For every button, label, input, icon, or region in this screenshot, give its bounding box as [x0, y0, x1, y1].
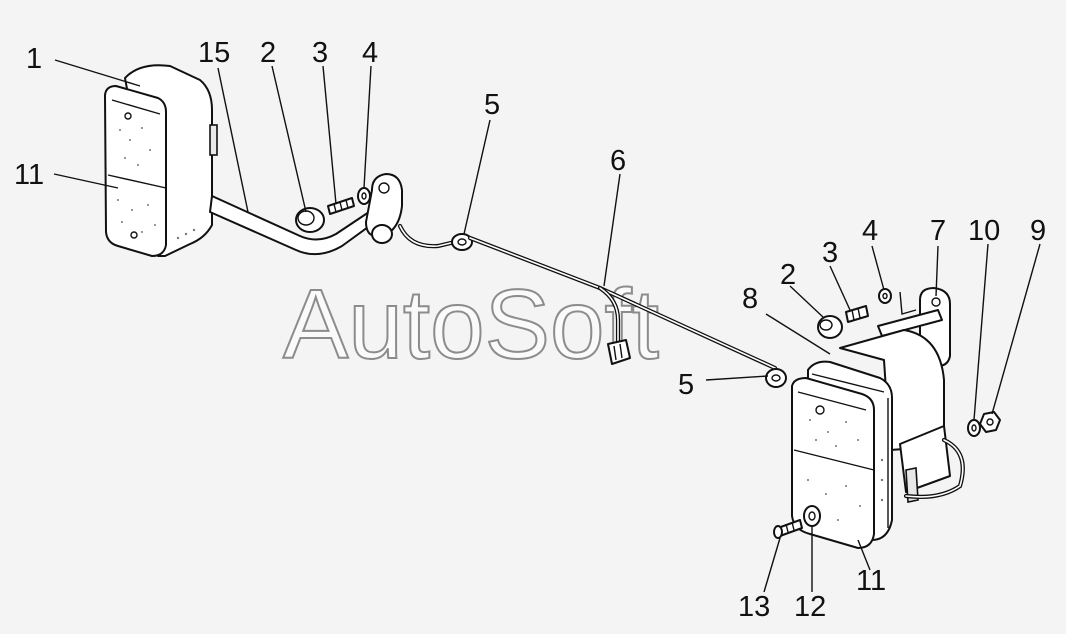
callout-6: 6 [610, 145, 626, 177]
wiring-harness [397, 223, 787, 388]
callout-5: 5 [484, 89, 500, 121]
callout-5: 5 [678, 369, 694, 401]
left-bracket-arm [209, 173, 403, 256]
callout-10: 10 [968, 215, 1000, 247]
callout-11: 11 [14, 159, 44, 191]
leader-lines [53, 59, 1041, 593]
callout-2: 2 [260, 37, 276, 69]
callout-3: 3 [312, 37, 328, 69]
left-lamp [104, 64, 218, 257]
callout-12: 12 [794, 591, 826, 623]
callout-15: 15 [198, 37, 230, 69]
callout-1: 1 [26, 43, 42, 75]
callout-13: 13 [738, 591, 770, 623]
right-lamp [773, 329, 965, 549]
callout-3: 3 [822, 237, 838, 269]
callout-9: 9 [1030, 215, 1046, 247]
callout-8: 8 [742, 283, 758, 315]
callout-4: 4 [862, 215, 878, 247]
callout-2: 2 [780, 259, 796, 291]
callout-11: 11 [856, 565, 886, 597]
callout-7: 7 [930, 215, 946, 247]
callout-labels: 1 15 2 3 4 11 5 6 4 7 10 9 3 2 8 5 13 12… [14, 37, 1046, 623]
callout-4: 4 [362, 37, 378, 69]
watermark: AutoSoft [283, 269, 659, 379]
